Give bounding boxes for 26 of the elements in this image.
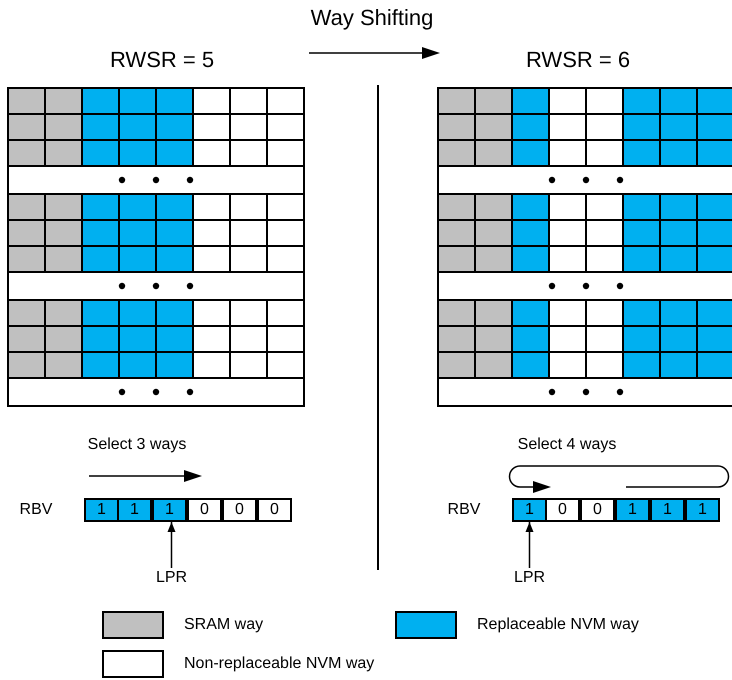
pointer-label: LPR xyxy=(146,568,196,588)
bit-cell: 1 xyxy=(650,498,685,522)
text-label: Select 3 ways xyxy=(86,435,188,455)
text-label: RBV xyxy=(446,500,482,520)
bit-cell: 0 xyxy=(187,498,222,522)
bit-cell: 1 xyxy=(117,498,152,522)
text-label: RWSR = 5 xyxy=(108,46,216,74)
bit-cell: 1 xyxy=(615,498,650,522)
legend-label: Replaceable NVM way xyxy=(477,615,639,635)
bit-cell: 1 xyxy=(685,498,720,522)
bit-cell: 0 xyxy=(222,498,257,522)
arrow xyxy=(526,522,534,568)
diagram-title: Way Shifting xyxy=(310,4,434,32)
bit-cell: 1 xyxy=(152,498,187,522)
text-label: RWSR = 6 xyxy=(524,46,632,74)
bit-cell: 0 xyxy=(580,498,615,522)
bit-cell: 0 xyxy=(257,498,292,522)
bit-cell: 1 xyxy=(84,498,119,522)
arrow xyxy=(168,522,176,568)
legend-label: Non-replaceable NVM way xyxy=(184,654,374,674)
text-label: RBV xyxy=(18,500,54,520)
pointer-label: LPR xyxy=(504,568,554,588)
text-label: Select 4 ways xyxy=(516,435,618,455)
bit-cell: 1 xyxy=(512,498,547,522)
bit-cell: 0 xyxy=(545,498,580,522)
legend-label: SRAM way xyxy=(184,615,264,635)
